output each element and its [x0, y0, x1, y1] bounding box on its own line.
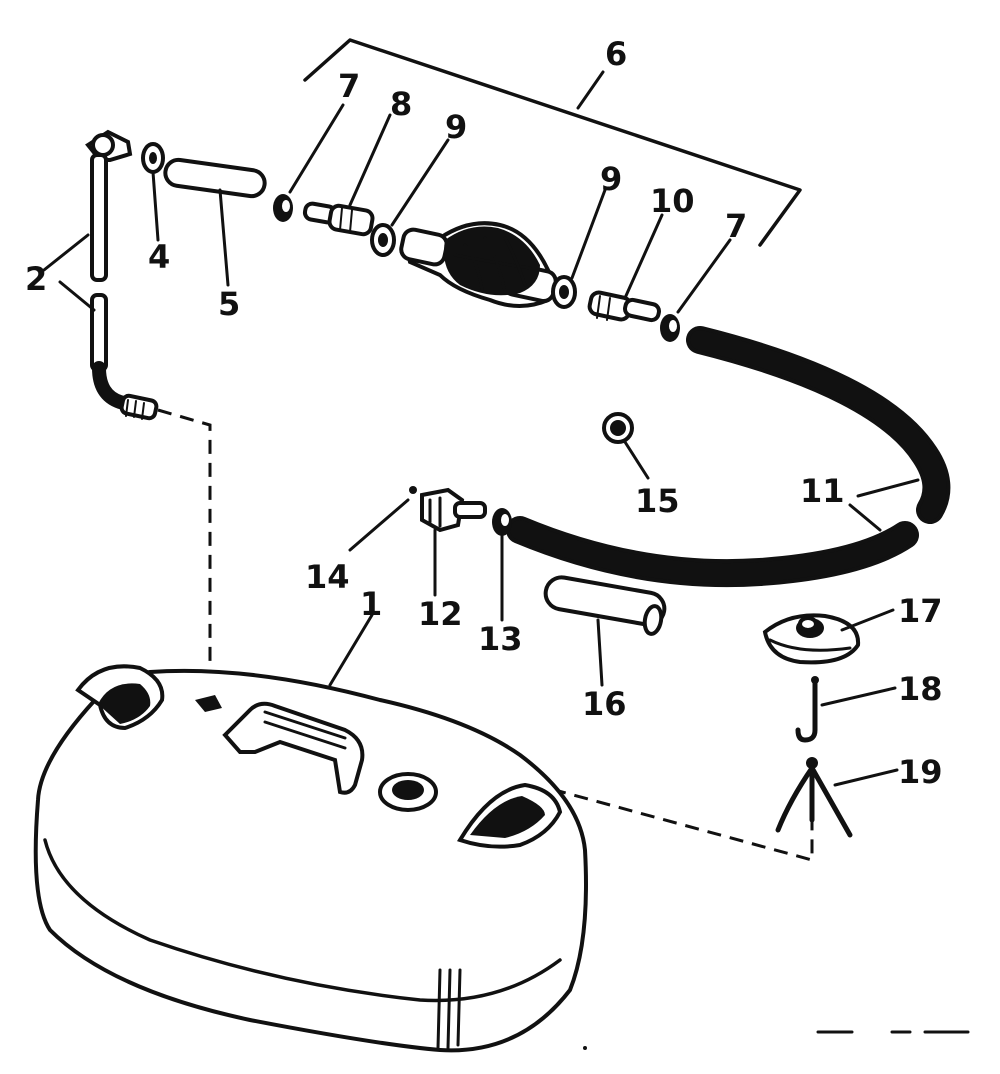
leader-7a — [288, 103, 345, 194]
part-8-check-valve — [302, 201, 375, 237]
callout-9a: 9 — [445, 108, 467, 146]
leader-4 — [151, 170, 160, 242]
leader-11b — [848, 503, 882, 532]
leader-2b — [58, 280, 96, 312]
part-15-plug — [602, 412, 634, 444]
part-4-washer — [141, 142, 165, 174]
callout-4: 4 — [148, 238, 170, 276]
leader-9b — [570, 188, 607, 280]
part-13-clamp — [492, 508, 512, 536]
leader-10 — [623, 213, 664, 300]
part-5-hose — [163, 157, 267, 199]
leader-9a — [390, 138, 450, 227]
leader-11a — [856, 478, 920, 498]
assembly-6-bracket — [303, 38, 802, 247]
leader-16 — [596, 618, 604, 687]
part-7b-clamp — [660, 314, 680, 342]
primer-bulb — [399, 221, 558, 308]
callout-17: 17 — [898, 592, 943, 630]
leader-7b — [676, 238, 732, 314]
leader-1 — [328, 613, 374, 687]
part-17-cap — [762, 613, 861, 665]
scan-marks — [583, 1030, 970, 1050]
callout-7b: 7 — [725, 207, 747, 245]
callout-13: 13 — [478, 620, 523, 658]
leader-14 — [348, 498, 410, 552]
callout-1: 1 — [360, 585, 382, 623]
callout-7a: 7 — [338, 67, 360, 105]
leader-8 — [348, 113, 392, 207]
leader-15 — [623, 440, 650, 480]
callout-6: 6 — [605, 35, 627, 73]
callout-2: 2 — [25, 260, 47, 298]
callout-15: 15 — [635, 482, 680, 520]
callout-12: 12 — [418, 595, 463, 633]
leader-17 — [840, 608, 895, 632]
part-18-hook — [795, 676, 819, 743]
callout-19: 19 — [898, 753, 943, 791]
part-11-fuel-hose — [506, 326, 951, 588]
callout-8: 8 — [390, 85, 412, 123]
leader-5 — [218, 188, 230, 287]
callout-10: 10 — [650, 182, 695, 220]
part-12-connector — [420, 487, 487, 533]
callout-5: 5 — [218, 285, 240, 323]
callout-18: 18 — [898, 670, 943, 708]
part-9b-washer — [551, 275, 577, 309]
callout-16: 16 — [582, 685, 627, 723]
part-10-check-valve — [587, 290, 661, 323]
part-9a-washer — [370, 223, 396, 257]
callout-14: 14 — [305, 558, 350, 596]
part-1-fuel-tank — [33, 664, 588, 1053]
part-7a-clamp — [273, 194, 293, 222]
part-2-pickup-tube — [85, 129, 159, 421]
leader-18 — [820, 686, 897, 707]
callout-9b: 9 — [600, 160, 622, 198]
leader-19 — [833, 768, 899, 787]
callout-11: 11 — [800, 472, 845, 510]
leader-2a — [42, 233, 90, 272]
part-14-pin — [409, 486, 417, 494]
part-19-tripod — [775, 757, 853, 838]
part-16-hose — [543, 575, 667, 636]
